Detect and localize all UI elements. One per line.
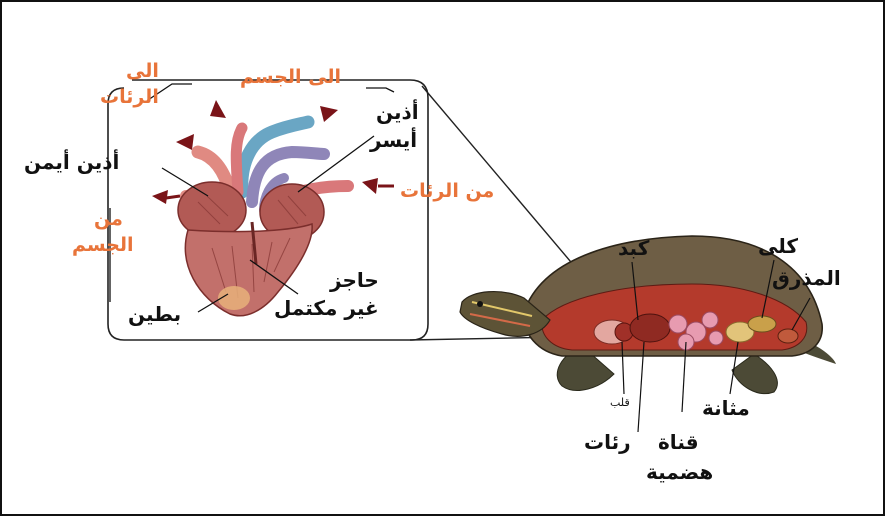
arrow-to-body-1 bbox=[210, 100, 226, 118]
turtle-kidney bbox=[748, 316, 776, 332]
label-lungs: رئات bbox=[584, 430, 631, 454]
arrow-to-lungs bbox=[176, 134, 194, 150]
label-septum-line1: حاجز bbox=[330, 268, 379, 292]
label-ventricle: بطين bbox=[128, 302, 181, 326]
label-right-atrium: أذين أيمن bbox=[24, 150, 119, 174]
arrow-from-body bbox=[152, 190, 168, 204]
label-left-atrium-line1: أذين bbox=[376, 100, 419, 124]
label-from-body-line2: الجسم bbox=[72, 234, 134, 256]
label-to-lungs-line2: الرئات bbox=[100, 86, 159, 108]
label-turtle-heart: قلب bbox=[610, 396, 630, 409]
heart-illustration bbox=[178, 122, 348, 316]
arrow-to-body-2 bbox=[320, 106, 338, 122]
label-to-body: الى الجسم bbox=[240, 66, 341, 88]
label-digestive-line2: هضمية bbox=[646, 460, 713, 484]
label-to-lungs-line1: الى bbox=[126, 60, 159, 82]
turtle-eye bbox=[477, 301, 483, 307]
label-septum-line2: غير مكتمل bbox=[274, 296, 379, 320]
label-from-lungs: من الرئات bbox=[400, 180, 494, 202]
turtle-cloaca bbox=[778, 329, 798, 343]
label-left-atrium-line2: أيسر bbox=[370, 128, 417, 152]
turtle-back-leg bbox=[732, 354, 777, 394]
label-cloaca: المذرق bbox=[772, 266, 841, 290]
label-liver: كبد bbox=[618, 236, 649, 260]
vessel-to-body-left bbox=[236, 128, 242, 192]
turtle-liver bbox=[630, 314, 670, 342]
label-bladder: مثانة bbox=[702, 396, 750, 420]
label-kidneys: كلى bbox=[758, 234, 798, 258]
ventricle-apex bbox=[218, 286, 250, 310]
arrow-from-lungs bbox=[362, 178, 378, 194]
label-from-body-line1: من bbox=[94, 208, 123, 230]
label-digestive-line1: قناة bbox=[658, 430, 699, 454]
